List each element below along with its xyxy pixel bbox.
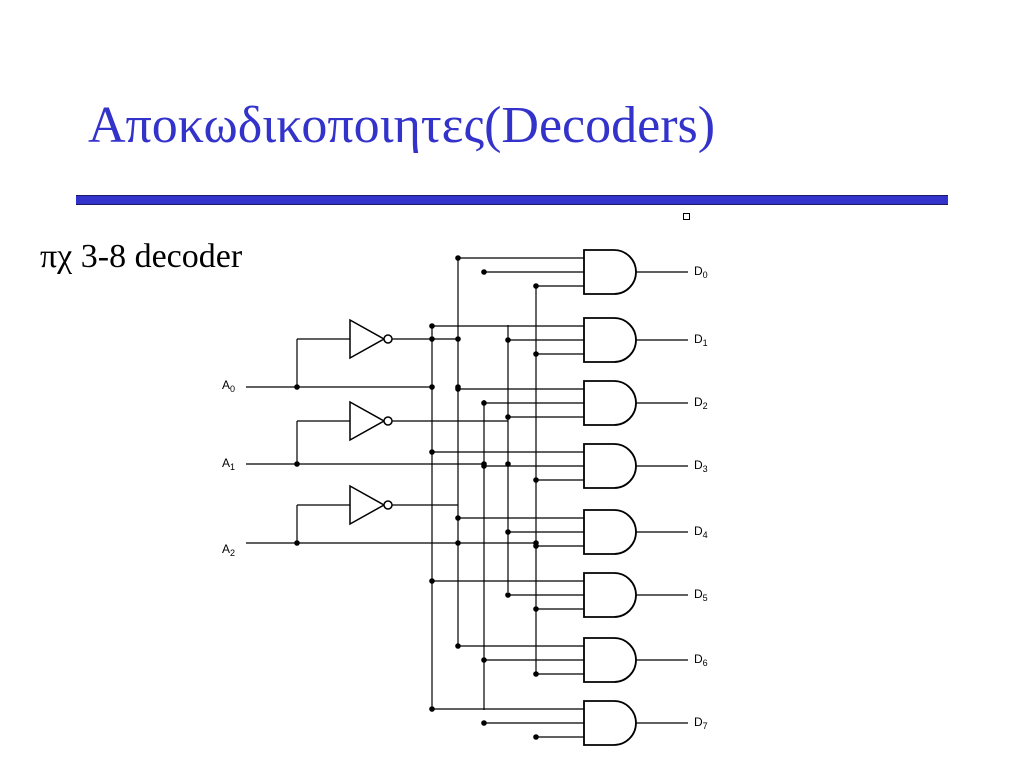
- junction-dot: [429, 449, 435, 455]
- output-label-d7: D7: [694, 715, 708, 731]
- inverter-bubble: [383, 500, 393, 510]
- and-gate-body: [583, 572, 637, 618]
- junction-dot: [455, 540, 461, 546]
- junction-dots: [294, 255, 539, 740]
- junction-dot: [533, 477, 539, 483]
- junction-dot: [481, 400, 487, 406]
- and-gate-body: [583, 700, 637, 746]
- junction-dot: [429, 578, 435, 584]
- junction-dot: [455, 515, 461, 521]
- and-gate-body: [583, 443, 637, 489]
- and-gate-body: [583, 380, 637, 426]
- junction-dot: [455, 384, 461, 390]
- placeholder-marker: [683, 213, 690, 220]
- inverters: [349, 318, 393, 526]
- output-label-d6: D6: [694, 652, 708, 668]
- title-underline: [76, 195, 948, 205]
- junction-dot: [294, 384, 300, 390]
- junction-dot: [294, 540, 300, 546]
- and-gate-body: [583, 317, 637, 363]
- output-label-d3: D3: [694, 458, 708, 474]
- input-label-a1: A1: [222, 456, 235, 472]
- and-gate-body: [583, 637, 637, 683]
- junction-dot: [533, 540, 539, 546]
- input-label-a2: A2: [222, 542, 235, 558]
- circuit-wires: [246, 257, 688, 738]
- junction-dot: [481, 461, 487, 467]
- junction-dot: [481, 720, 487, 726]
- junction-dot: [505, 414, 511, 420]
- junction-dot: [505, 592, 511, 598]
- junction-dot: [505, 461, 511, 467]
- junction-dot: [481, 657, 487, 663]
- inverter-triangle: [349, 400, 386, 442]
- junction-dot: [429, 336, 435, 342]
- slide-title: Αποκωδικοποιητες(Decoders): [88, 97, 716, 154]
- output-label-d4: D4: [694, 524, 708, 540]
- inverter-triangle: [349, 318, 386, 360]
- inverter-bubble: [383, 416, 393, 426]
- junction-dot: [533, 606, 539, 612]
- inverter-triangle: [349, 484, 386, 526]
- junction-dot: [533, 734, 539, 740]
- junction-dot: [429, 323, 435, 329]
- and-gate-body: [583, 509, 637, 555]
- output-label-d1: D1: [694, 332, 708, 348]
- junction-dot: [455, 255, 461, 261]
- junction-dot: [533, 283, 539, 289]
- slide-subtitle: πχ 3-8 decoder: [40, 238, 243, 275]
- junction-dot: [505, 529, 511, 535]
- junction-dot: [533, 351, 539, 357]
- junction-dot: [455, 643, 461, 649]
- output-label-d2: D2: [694, 395, 708, 411]
- junction-dot: [455, 336, 461, 342]
- input-label-a0: A0: [222, 378, 235, 394]
- junction-dot: [429, 706, 435, 712]
- output-label-d0: D0: [694, 264, 708, 280]
- junction-dot: [294, 461, 300, 467]
- junction-dot: [505, 337, 511, 343]
- junction-dot: [429, 384, 435, 390]
- output-label-d5: D5: [694, 587, 708, 603]
- junction-dot: [533, 671, 539, 677]
- and-gates: [583, 249, 637, 746]
- inverter-bubble: [383, 334, 393, 344]
- junction-dot: [481, 269, 487, 275]
- and-gate-body: [583, 249, 637, 295]
